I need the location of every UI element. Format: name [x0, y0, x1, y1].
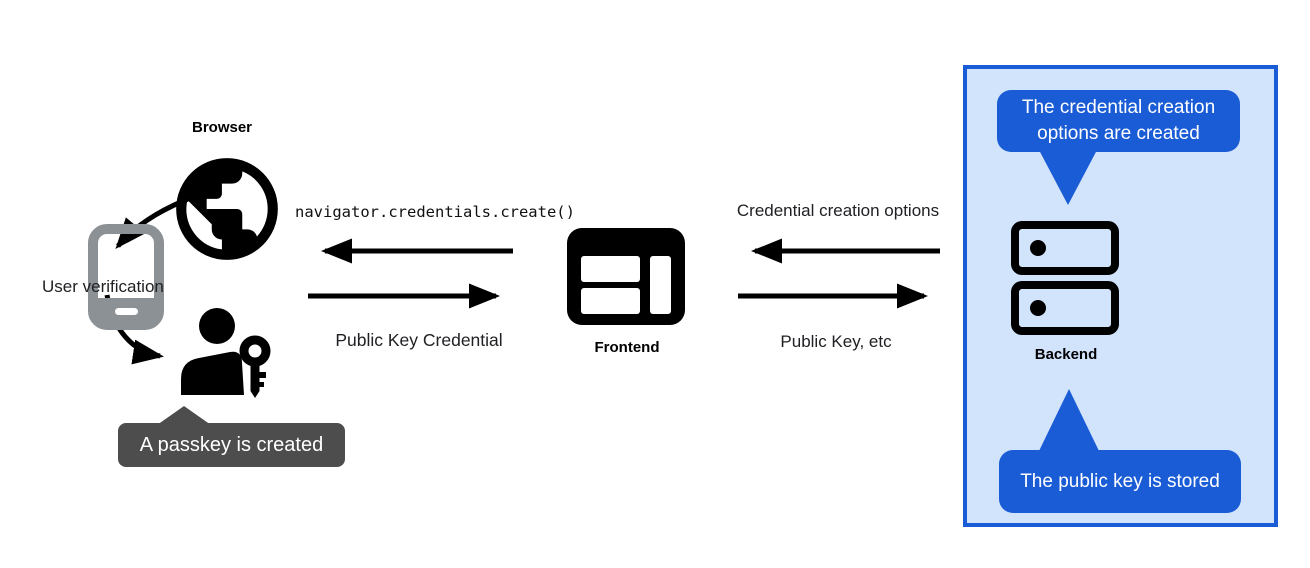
browser-window-icon	[567, 228, 685, 325]
create-call-label: navigator.credentials.create()	[295, 203, 575, 221]
server-icon	[1011, 221, 1119, 335]
options-created-callout: The credential creation options are crea…	[997, 90, 1240, 152]
options-created-tail	[1039, 150, 1097, 205]
passkey-created-callout: A passkey is created	[118, 423, 345, 467]
passkey-created-text: A passkey is created	[139, 433, 324, 456]
credential-creation-options-label: Credential creation options	[736, 201, 940, 220]
frontend-label: Frontend	[594, 339, 660, 356]
public-key-etc-label: Public Key, etc	[780, 332, 892, 351]
browser-label: Browser	[191, 119, 253, 136]
key-stored-text: The public key is stored	[1020, 470, 1220, 492]
passkey-bubble-tail	[157, 406, 211, 425]
globe-icon	[166, 148, 288, 270]
options-created-text: The credential creation options are crea…	[1021, 97, 1216, 144]
backend-label: Backend	[1034, 346, 1098, 363]
key-stored-tail	[1039, 389, 1099, 451]
person-key-icon	[178, 303, 274, 398]
user-verification-label: User verification	[42, 277, 164, 296]
key-stored-callout: The public key is stored	[999, 450, 1241, 513]
public-key-credential-label: Public Key Credential	[335, 330, 503, 350]
